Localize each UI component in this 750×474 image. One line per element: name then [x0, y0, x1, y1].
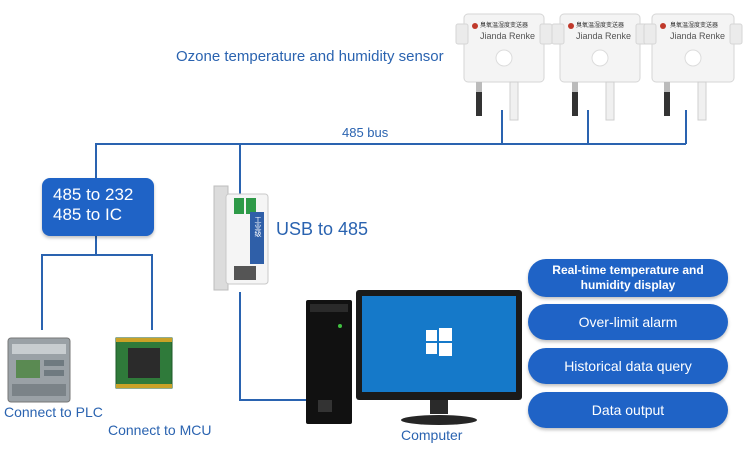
feature-realtime-display: Real-time temperature and humidity displ… [528, 259, 728, 297]
feature-realtime-line-1: Real-time temperature and [552, 263, 704, 277]
sensor-2-label: 臭氧温湿度变送器 Jianda Renke [576, 20, 638, 41]
mcu-board [115, 337, 173, 389]
feature-over-limit-alarm: Over-limit alarm [528, 304, 728, 340]
sensor-1-header: 臭氧温湿度变送器 [480, 23, 529, 29]
bus-caption: 485 bus [342, 125, 389, 140]
usb-to-485-converter [213, 185, 269, 291]
bus-lines [41, 110, 687, 401]
feature-data-output: Data output [528, 392, 728, 428]
ozone-sensor-1 [455, 13, 553, 121]
sensor-2-brand: Jianda Renke [576, 31, 632, 41]
computer-caption: Computer [401, 427, 463, 443]
sensor-3-header: 臭氧温湿度变送器 [670, 23, 719, 29]
windows-logo-icon [426, 328, 452, 356]
sensor-1-brand: Jianda Renke [480, 31, 536, 41]
sensor-1-label: 臭氧温湿度变送器 Jianda Renke [480, 20, 542, 41]
pc-tower [306, 300, 352, 424]
monitor [356, 290, 522, 425]
converter-box: 485 to 232 485 to IC [42, 178, 154, 236]
sensor-3-label: 臭氧温湿度变送器 Jianda Renke [670, 20, 732, 41]
sensor-3-brand: Jianda Renke [670, 31, 726, 41]
usb-caption: USB to 485 [276, 219, 369, 239]
sensor-caption: Ozone temperature and humidity sensor [176, 48, 444, 65]
mcu-caption: Connect to MCU [108, 422, 212, 438]
usb-device-label: 工业级 [254, 216, 261, 237]
ozone-sensor-3 [643, 13, 743, 121]
plc-device [7, 337, 71, 403]
feature-realtime-line-2: humidity display [580, 278, 676, 292]
sensor-2-header: 臭氧温湿度变送器 [576, 23, 625, 29]
plc-caption: Connect to PLC [4, 404, 103, 420]
converter-line-1: 485 to 232 [53, 185, 134, 204]
converter-line-2: 485 to IC [53, 205, 122, 224]
feature-historical-query: Historical data query [528, 348, 728, 384]
ozone-sensor-2 [551, 13, 649, 121]
